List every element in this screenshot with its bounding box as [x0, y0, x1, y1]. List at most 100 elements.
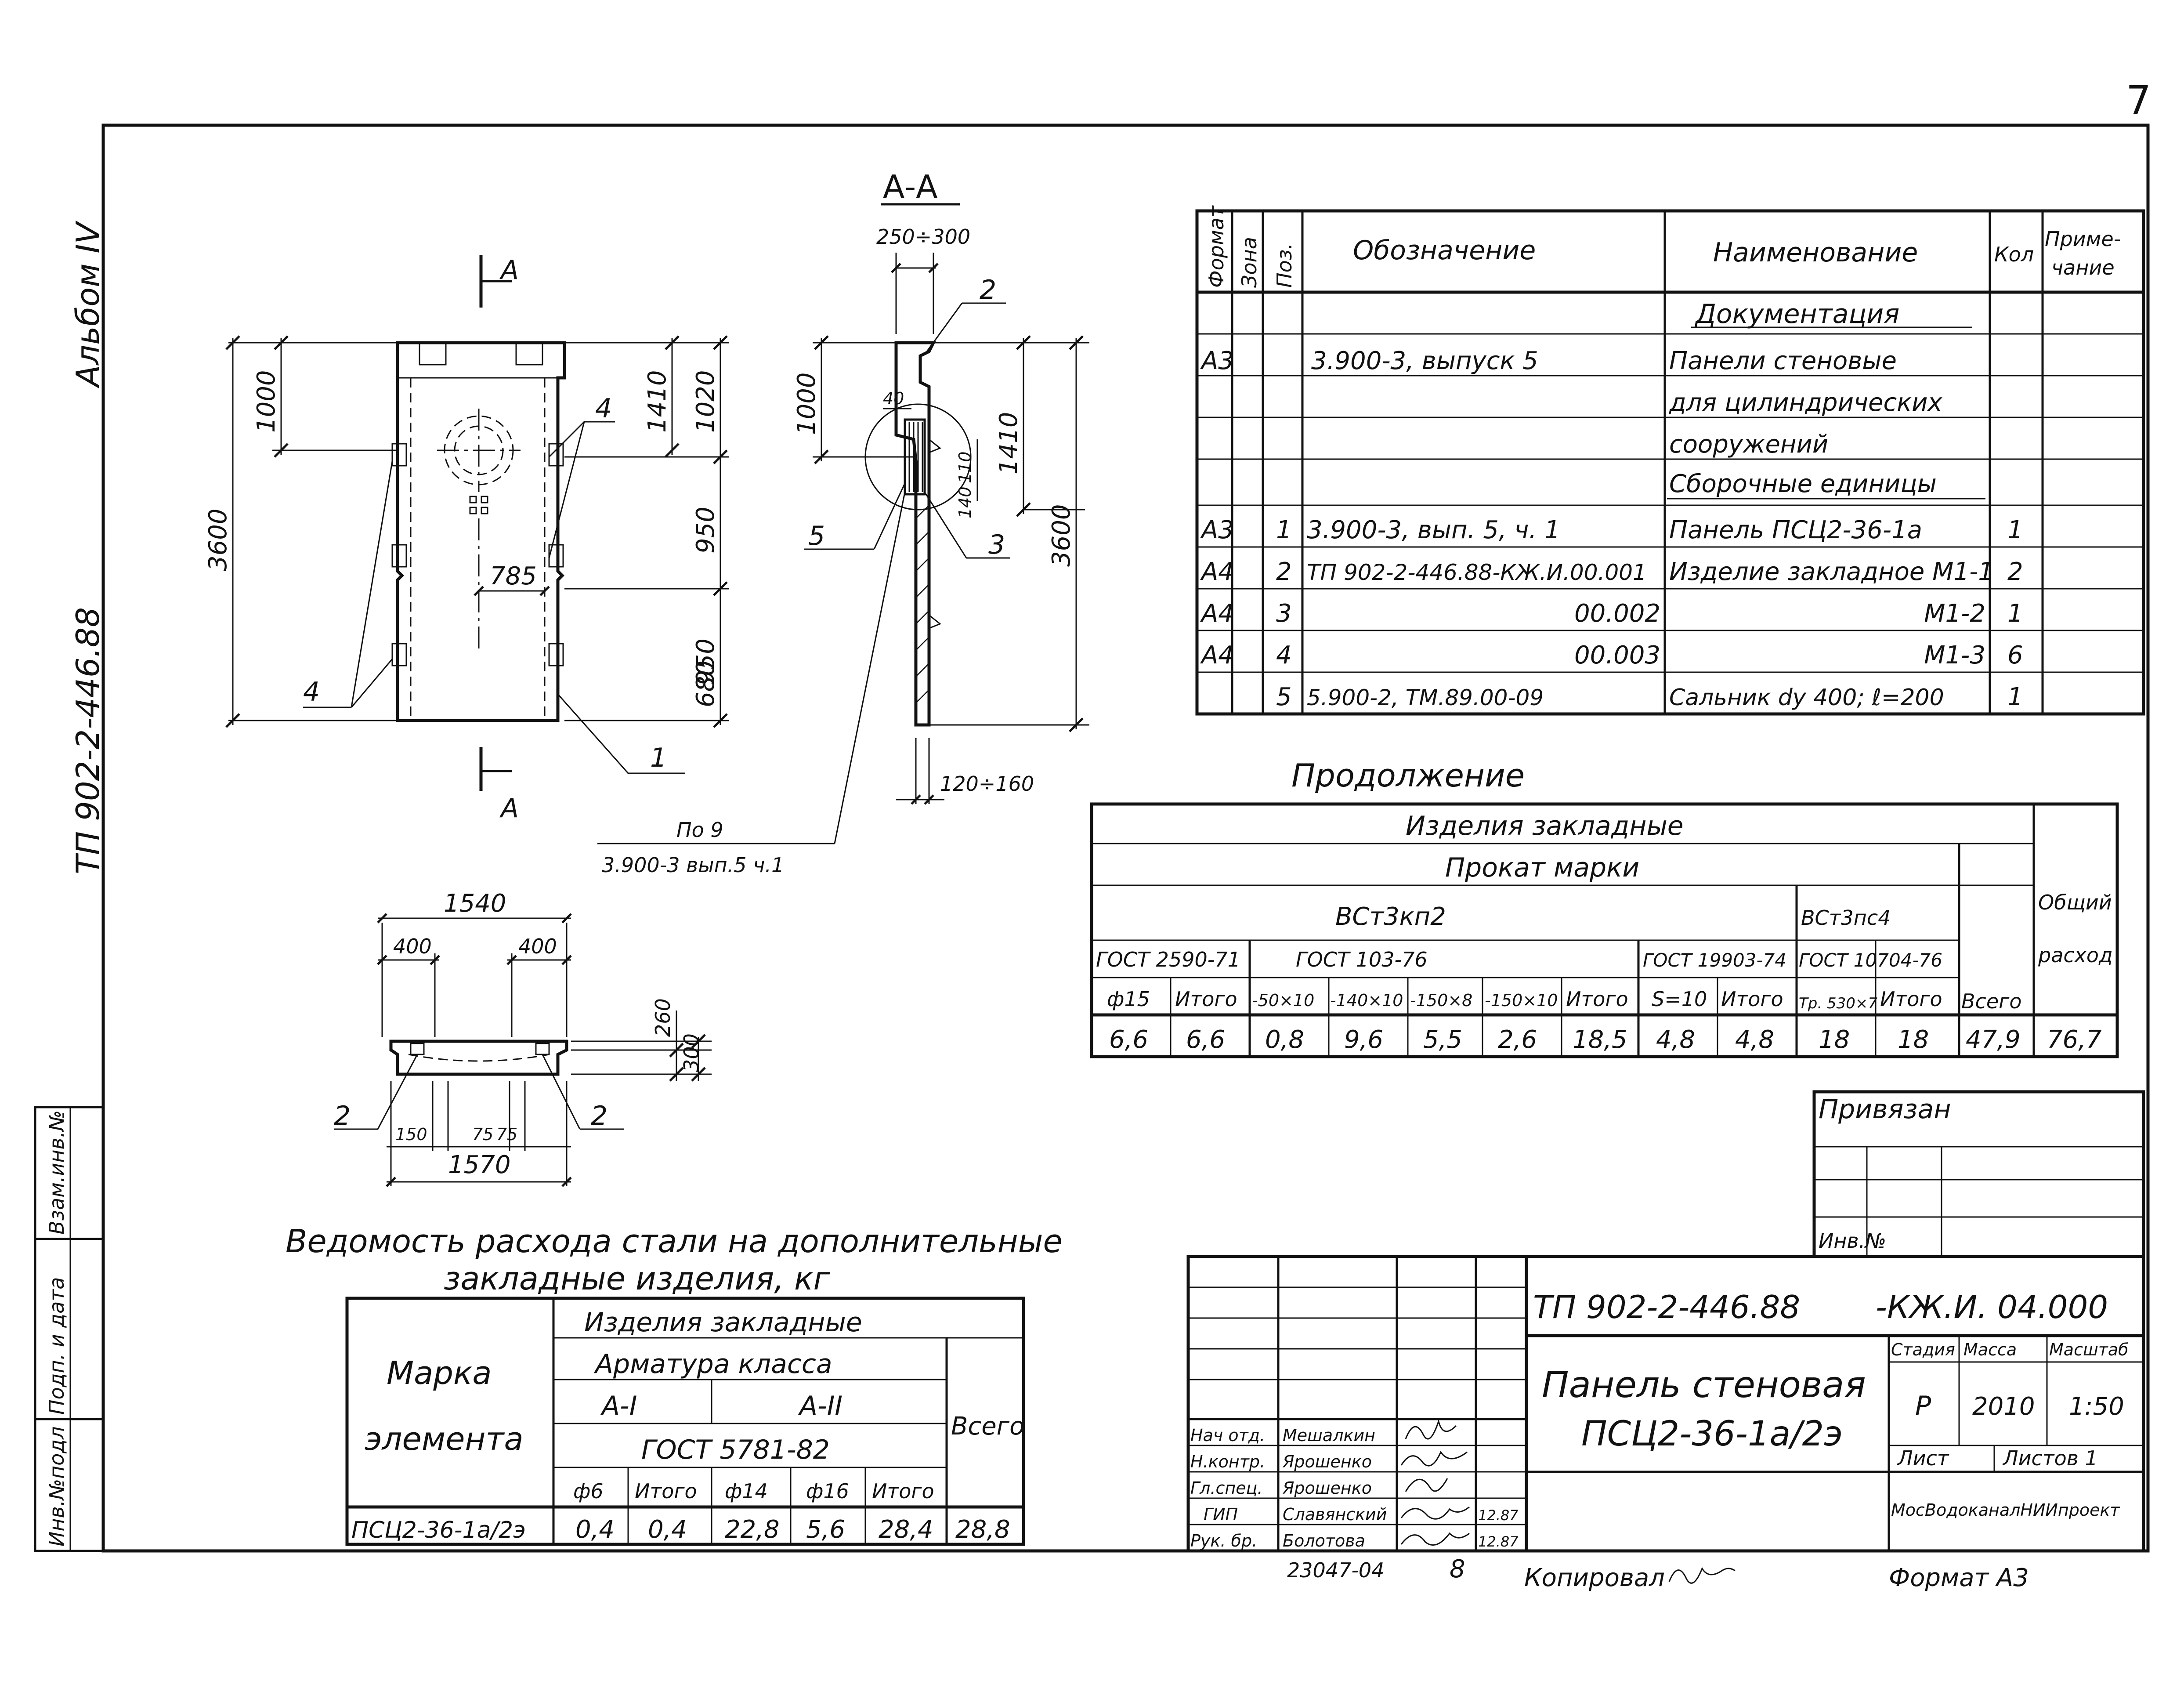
tb-name-2: Ярошенко: [1282, 1478, 1372, 1498]
spec-h-pos: Поз.: [1273, 243, 1296, 288]
steel-col-0: ф6: [573, 1479, 604, 1503]
spec-h-zone: Зона: [1237, 237, 1261, 288]
tb-role-0: Нач отд.: [1190, 1426, 1265, 1445]
spec-r0-name: Панели стеновые: [1669, 347, 1897, 375]
front-dim-950a: 950: [691, 507, 720, 554]
section-label-5: 5: [808, 521, 825, 551]
spec-r3-pos: 1: [1276, 516, 1292, 544]
cont-val-2: 0,8: [1265, 1025, 1304, 1054]
steel-val-4: 28,4: [879, 1515, 933, 1544]
cont-col-1: Итого: [1175, 987, 1237, 1011]
spec-r5-designation: 00.002: [1574, 599, 1660, 628]
tb-org: МосВодоканалНИИпроект: [1891, 1500, 2120, 1520]
steel-h-gost: ГОСТ 5781-82: [641, 1434, 830, 1465]
front-dim-3600: 3600: [204, 508, 232, 571]
section-dim-110: 110: [955, 451, 975, 483]
signature-marks: [1400, 1419, 1470, 1546]
section-dim-140: 140: [955, 486, 975, 518]
steel-h-a1: А-I: [600, 1391, 637, 1421]
tb-code: ТП 902-2-446.88: [1533, 1289, 1800, 1326]
steel-h-a2: А-II: [798, 1391, 843, 1421]
plan-dim-1540: 1540: [444, 889, 506, 918]
page-number: 7: [2126, 78, 2151, 124]
title-block: ТП 902-2-446.88 -КЖ.И. 04.000 Панель сте…: [1186, 1255, 2145, 1553]
stamp-inv-podl: Инв.№подл: [45, 1427, 69, 1547]
tb-name-3: Славянский: [1283, 1505, 1387, 1524]
plan-label-2a: 2: [334, 1101, 351, 1131]
cont-val-8: 4,8: [1735, 1025, 1774, 1054]
front-label-4b: 4: [303, 677, 320, 707]
steel-col-1: Итого: [635, 1479, 697, 1503]
cont-val-11: 47,9: [1966, 1025, 2021, 1054]
steel-h-vsego: Всего: [951, 1412, 1024, 1441]
plan-dim-1570: 1570: [448, 1151, 511, 1179]
spec-r5-format: А4: [1200, 599, 1234, 628]
plan-dim-400b: 400: [518, 934, 557, 958]
privyazan-inv: Инв.№: [1819, 1229, 1886, 1253]
steel-row-mark: ПСЦ2-36-1а/2э: [351, 1517, 526, 1543]
steel-val-2: 22,8: [725, 1515, 780, 1544]
plan-dim-300: 300: [680, 1033, 703, 1072]
cont-val-7: 4,8: [1656, 1025, 1695, 1054]
spec-r3-name: Панель ПСЦ2-36-1а: [1669, 516, 1922, 544]
section-title: А-А: [883, 168, 938, 205]
footer-format: Формат А3: [1889, 1564, 2029, 1592]
steel-val-0: 0,4: [575, 1515, 615, 1544]
steel-col-2: ф14: [725, 1479, 768, 1503]
spec-r4-pos: 2: [1276, 558, 1292, 586]
cont-h-total: Общий: [2038, 891, 2112, 914]
tb-date-4: 12.87: [1478, 1533, 1519, 1550]
spec-r6-name: М1-3: [1924, 641, 1985, 670]
cont-h-vst3: ВСт3кп2: [1335, 902, 1446, 931]
tb-name-0: Мешалкин: [1283, 1426, 1375, 1445]
cont-col-0: ф15: [1107, 987, 1150, 1011]
spec-r3-qty: 1: [2007, 516, 2023, 544]
spec-r5-name: М1-2: [1924, 599, 1985, 628]
tb-name1: Панель стеновая: [1542, 1364, 1866, 1406]
cont-title: Продолжение: [1291, 757, 1525, 794]
section-label-3: 3: [988, 529, 1005, 560]
tb-h-scale: Масштаб: [2049, 1340, 2129, 1359]
cont-gost-1: ГОСТ 103-76: [1296, 948, 1428, 971]
spec-h-name: Наименование: [1713, 237, 1918, 268]
cont-val-1: 6,6: [1186, 1025, 1225, 1054]
cont-gost-2: ГОСТ 19903-74: [1643, 949, 1786, 971]
spec-h-format: Формат: [1204, 205, 1228, 288]
spec-r7-pos: 5: [1276, 683, 1292, 711]
steel-h-arm: Арматура класса: [593, 1349, 832, 1380]
spec-r1-name: для цилиндрических: [1669, 388, 1943, 417]
section-a-a: А-А 250÷300 1000: [597, 168, 1089, 877]
plan-label-2b: 2: [591, 1101, 607, 1131]
spec-r6-format: А4: [1200, 641, 1234, 670]
cont-val-12: 76,7: [2047, 1025, 2102, 1054]
spec-r5-pos: 3: [1276, 599, 1292, 628]
spec-r2-name: сооружений: [1669, 430, 1828, 459]
cont-col-2: -50×10: [1252, 991, 1314, 1010]
footer-copied: Копировал: [1524, 1564, 1665, 1592]
section-ref-line1: По 9: [676, 818, 723, 842]
plan-dim-150: 150: [395, 1125, 427, 1144]
cont-h-vsego: Всего: [1961, 989, 2021, 1013]
front-dim-1000: 1000: [252, 370, 281, 433]
spec-h-note: Приме-: [2045, 227, 2121, 251]
cont-h-items: Изделия закладные: [1406, 811, 1684, 841]
section-dim-bottom: 120÷160: [940, 772, 1034, 796]
cont-val-10: 18: [1898, 1025, 1929, 1054]
spec-r3-format: А3: [1200, 516, 1234, 544]
steel-col-3: ф16: [806, 1479, 849, 1503]
cont-val-5: 2,6: [1498, 1025, 1537, 1054]
plan-view: 1540 400 400 260 300 150 75 75: [334, 889, 712, 1187]
footer: 23047-04 8 Копировал Формат А3: [1287, 1555, 2029, 1592]
steel-h-items: Изделия закладные: [584, 1307, 862, 1338]
spec-r4-format: А4: [1200, 558, 1234, 586]
steel-val-3: 5,6: [806, 1515, 845, 1544]
cont-col-8: Итого: [1721, 987, 1783, 1011]
tb-role-1: Н.контр.: [1190, 1452, 1265, 1471]
front-dim-1410: 1410: [643, 370, 672, 433]
stamp-vzam-inv: Взам.инв.№: [45, 1110, 69, 1235]
tb-mass: 2010: [1972, 1392, 2035, 1421]
tb-role-3: ГИП: [1204, 1505, 1238, 1524]
spec-section-assy: Сборочные единицы: [1669, 470, 1937, 498]
side-stamp: Инв.№подл Подп. и дата Взам.инв.№: [34, 1106, 105, 1552]
front-dim-1020: 1020: [691, 370, 720, 433]
